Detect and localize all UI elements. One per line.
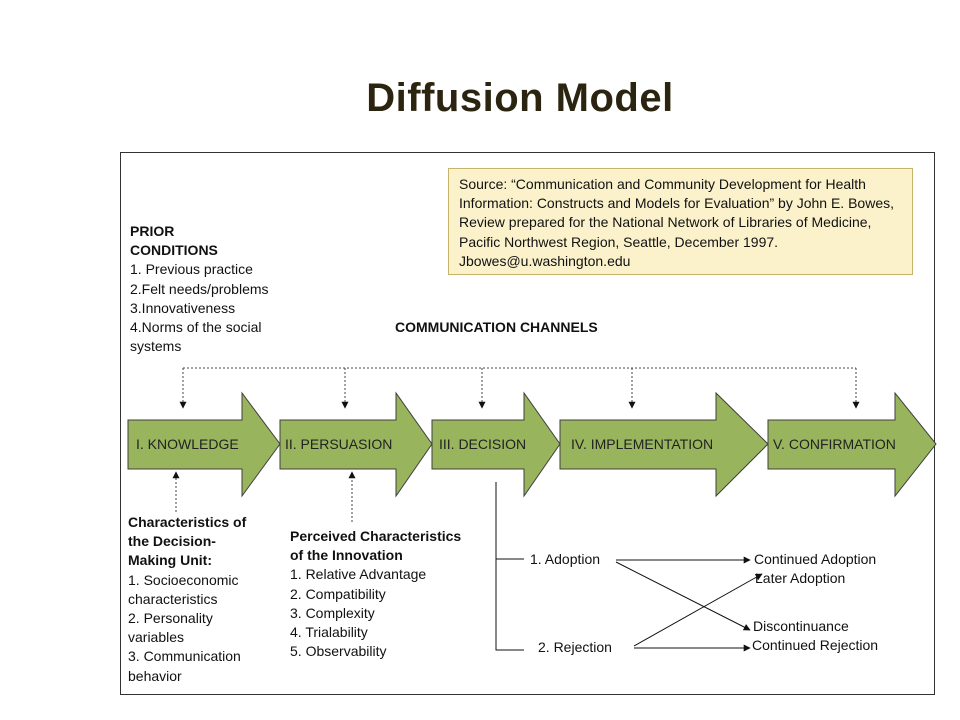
stage-arrows <box>127 391 937 498</box>
prior-condition-item: 2.Felt needs/problems <box>130 280 269 297</box>
decision-unit-item: characteristics <box>128 590 218 607</box>
prior-conditions: PRIOR CONDITIONS 1. Previous practice 2.… <box>130 222 269 356</box>
decision-unit-item: behavior <box>128 667 182 684</box>
stage-label-persuasion: II. PERSUASION <box>285 436 393 452</box>
decision-unit-heading-1: Characteristics of <box>128 514 247 530</box>
innovation-item: 3. Complexity <box>290 604 375 621</box>
prior-conditions-heading-2: CONDITIONS <box>130 242 218 259</box>
innovation-item: 2. Compatibility <box>290 585 386 602</box>
prior-condition-item: 4.Norms of the social <box>130 319 262 336</box>
prior-condition-item: systems <box>130 338 182 355</box>
innovation-item: 5. Observability <box>290 643 387 660</box>
communication-channels-connectors <box>179 367 860 409</box>
innovation-heading-1: Perceived Characteristics <box>290 528 462 544</box>
adoption-label: 1. Adoption <box>530 551 601 567</box>
stage-label-knowledge: I. KNOWLEDGE <box>136 436 239 452</box>
rejection-label: 2. Rejection <box>538 639 612 655</box>
innovation-item: 4. Trialability <box>290 624 368 641</box>
source-note: Source: “Communication and Community Dev… <box>448 168 913 275</box>
decision-unit-heading-3: Making Unit: <box>128 552 212 569</box>
rejection-to-later-adoption <box>633 573 763 647</box>
communication-channels-label: COMMUNICATION CHANNELS <box>395 319 598 335</box>
innovation-item: 1. Relative Advantage <box>290 566 427 583</box>
discontinuance-label: Discontinuance <box>753 618 849 634</box>
later-adoption-label: Later Adoption <box>755 570 846 586</box>
stage-arrow-persuasion <box>279 391 433 498</box>
prior-condition-item: 1. Previous practice <box>130 261 253 278</box>
decision-unit-item: 1. Socioeconomic <box>128 571 239 588</box>
diagram-frame <box>120 152 935 695</box>
decision-unit-item: 2. Personality <box>128 610 213 627</box>
prior-conditions-heading-1: PRIOR <box>130 223 175 239</box>
decision-unit-heading-2: the Decision- <box>128 533 216 550</box>
innovation-heading-2: of the Innovation <box>290 547 403 564</box>
page-title: Diffusion Model <box>366 76 674 120</box>
stage-label-confirmation: V. CONFIRMATION <box>773 436 896 452</box>
prior-condition-item: 3.Innovativeness <box>130 299 236 316</box>
stage-arrow-knowledge <box>127 391 281 498</box>
adoption-to-discontinuance <box>615 561 751 631</box>
stage-arrow-confirmation <box>767 391 937 498</box>
decision-unit-item: 3. Communication <box>128 648 241 665</box>
stage-label-decision: III. DECISION <box>439 436 527 452</box>
stage-label-implementation: IV. IMPLEMENTATION <box>571 436 714 452</box>
stage-arrow-decision <box>431 391 561 498</box>
innovation-characteristics: Perceived Characteristics of the Innovat… <box>290 527 461 661</box>
decision-unit-characteristics: Characteristics of the Decision- Making … <box>128 513 246 686</box>
continued-adoption-label: Continued Adoption <box>754 551 877 567</box>
stage-arrow-implementation <box>559 391 769 498</box>
decision-branch-line <box>495 482 524 651</box>
continued-rejection-label: Continued Rejection <box>752 637 879 653</box>
decision-unit-item: variables <box>128 629 185 646</box>
